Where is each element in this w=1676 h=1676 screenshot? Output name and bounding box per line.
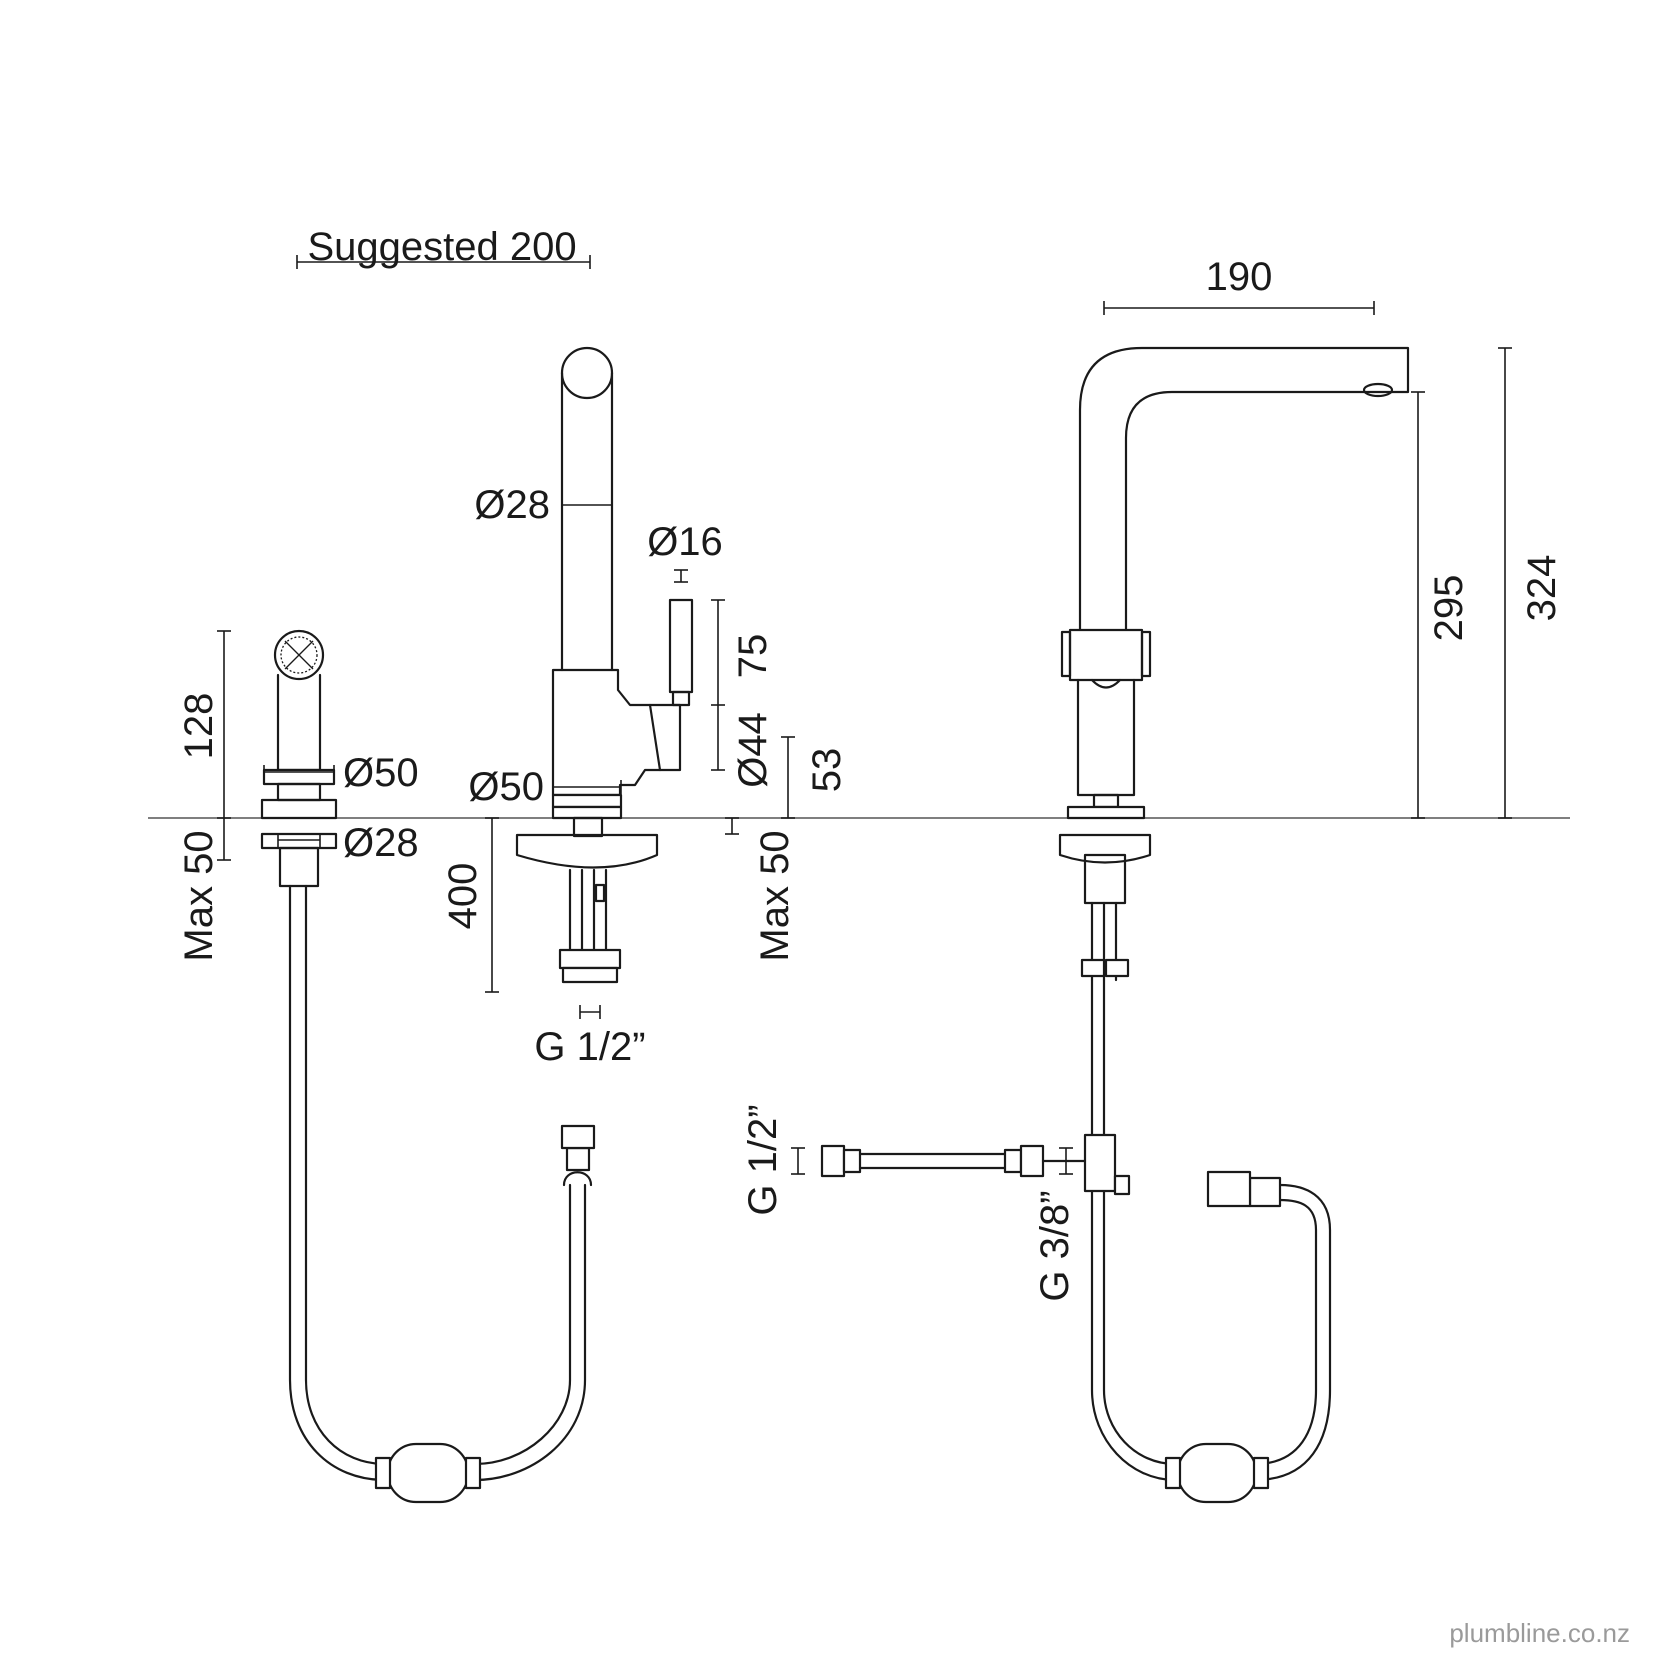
connector-thread-left-label: G 1/2”: [741, 1104, 785, 1215]
handspray-base-diameter-label: Ø50: [343, 751, 419, 795]
mixer-side-drawing: [515, 346, 694, 984]
watermark: plumbline.co.nz: [1449, 1618, 1630, 1648]
handspray-shank-diameter-label: Ø28: [343, 821, 419, 865]
handspray-height-label: 128: [177, 693, 221, 760]
suggested-spacing-label: Suggested 200: [307, 225, 576, 269]
handspray-drawing: [260, 629, 596, 1504]
handle-hub-diameter-label: Ø44: [731, 712, 775, 788]
handle-length-label: 75: [731, 634, 775, 679]
spout-diameter-label: Ø28: [474, 483, 550, 527]
mixer-base-diameter-label: Ø50: [468, 765, 544, 809]
dimension-lines: [217, 255, 1512, 1175]
spout-reach-label: 190: [1206, 255, 1273, 299]
hub-height-label: 53: [805, 748, 849, 793]
handle-diameter-label: Ø16: [647, 520, 723, 564]
flex-hose-length-label: 400: [441, 863, 485, 930]
handspray-max-deck-label: Max 50: [177, 830, 221, 961]
mixer-max-deck-label: Max 50: [753, 830, 797, 961]
total-height-label: 324: [1520, 555, 1564, 622]
outlet-height-label: 295: [1427, 575, 1471, 642]
inlet-thread-label: G 1/2”: [534, 1025, 645, 1069]
connector-thread-right-label: G 3/8”: [1033, 1190, 1077, 1301]
mixer-front-drawing: [820, 346, 1410, 1504]
